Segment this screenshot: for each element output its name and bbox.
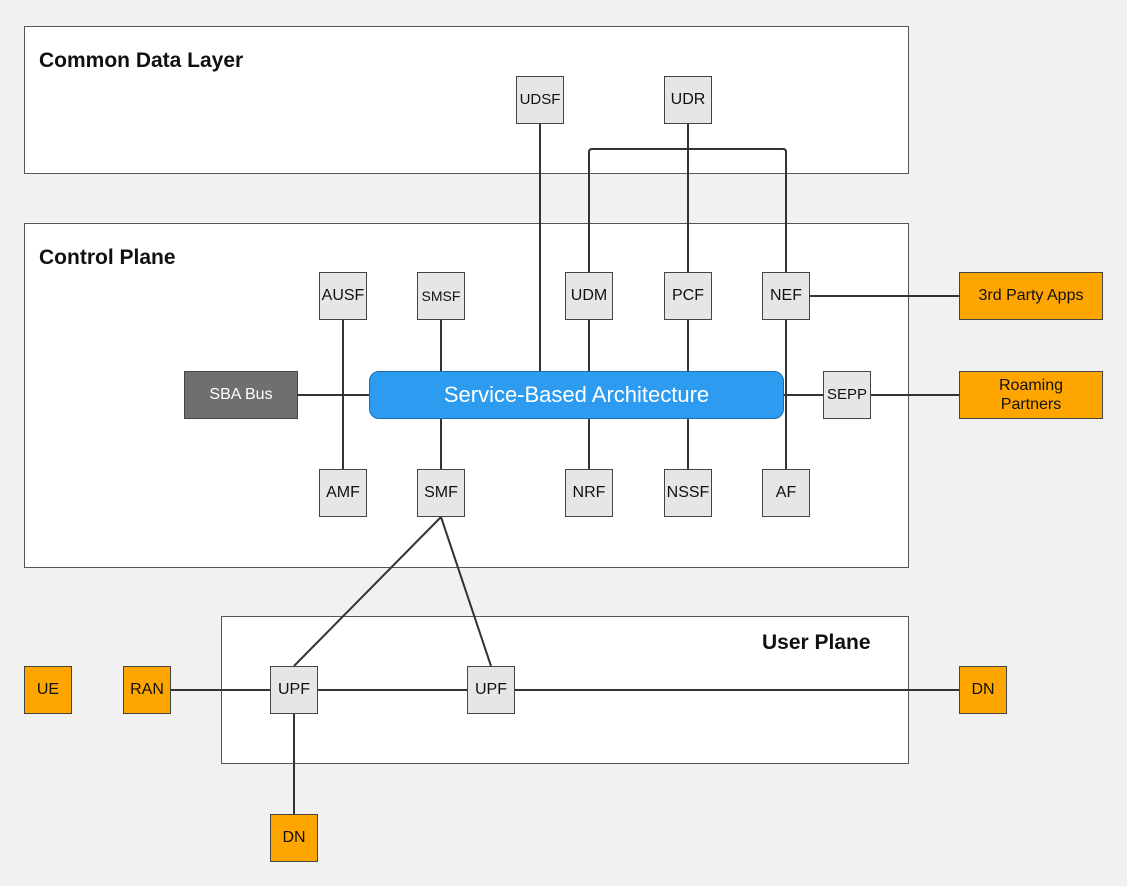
upf-node-1: UPF <box>270 666 318 714</box>
udsf-node: UDSF <box>516 76 564 124</box>
ue-node: UE <box>24 666 72 714</box>
ran-node: RAN <box>123 666 171 714</box>
nrf-node: NRF <box>565 469 613 517</box>
sba-bus-label: SBA Bus <box>184 371 298 419</box>
dn-node-right: DN <box>959 666 1007 714</box>
control-plane-title: Control Plane <box>39 246 176 269</box>
link-smf-upf2 <box>440 516 492 667</box>
nssf-node: NSSF <box>664 469 712 517</box>
third-party-apps-node: 3rd Party Apps <box>959 272 1103 320</box>
common-data-layer-title: Common Data Layer <box>39 49 244 72</box>
service-based-architecture-bus: Service-Based Architecture <box>369 371 784 419</box>
upf-node-2: UPF <box>467 666 515 714</box>
nef-node: NEF <box>762 272 810 320</box>
roaming-partners-node: Roaming Partners <box>959 371 1103 419</box>
dn-node-bottom: DN <box>270 814 318 862</box>
link-udm-nef-loop <box>588 148 787 272</box>
af-node: AF <box>762 469 810 517</box>
link-smf-upf1 <box>293 516 442 667</box>
ausf-node: AUSF <box>319 272 367 320</box>
udr-node: UDR <box>664 76 712 124</box>
smsf-node: SMSF <box>417 272 465 320</box>
sepp-node: SEPP <box>823 371 871 419</box>
user-plane-title: User Plane <box>762 631 871 654</box>
udm-node: UDM <box>565 272 613 320</box>
smf-node: SMF <box>417 469 465 517</box>
pcf-node: PCF <box>664 272 712 320</box>
amf-node: AMF <box>319 469 367 517</box>
